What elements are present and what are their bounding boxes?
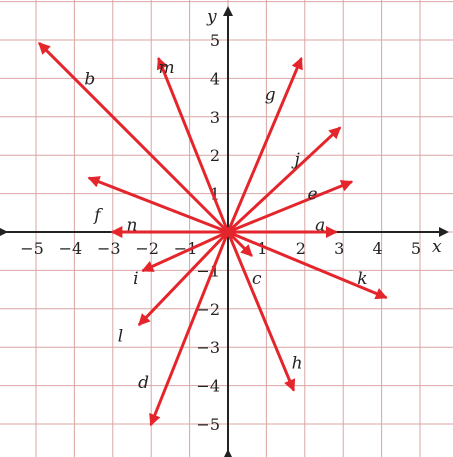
y-axis-label: y [206,7,217,27]
vector-label-b: b [84,69,95,89]
vector-label-e: e [307,185,317,205]
vector-c [226,230,253,257]
x-tick-label: 3 [334,239,344,258]
y-tick-label: 5 [210,31,220,50]
vector-k [226,230,388,300]
x-tick-label: 1 [257,239,267,258]
vector-label-m: m [158,58,174,78]
y-tick-label: 1 [210,185,220,204]
vector-label-d: d [138,373,149,393]
vector-label-j: j [290,150,300,170]
y-tick-label: −5 [196,415,220,434]
vector-label-l: l [118,327,123,347]
vector-l [138,230,230,326]
vector-label-a: a [315,215,325,235]
y-tick-label: 3 [210,108,220,127]
vector-label-f: f [92,206,103,226]
vector-h [226,230,296,392]
vector-j [226,126,342,234]
vector-i [141,230,230,272]
vector-label-h: h [292,354,303,374]
vectors [38,42,388,427]
vector-labels: a b c d e f g h i j k l m n [84,58,367,393]
vector-e [226,180,354,234]
x-tick-label: −4 [59,239,83,258]
x-tick-label: −2 [135,239,159,258]
x-axis-label: x [432,237,442,257]
vector-g [226,56,303,234]
x-tick-label: −3 [97,239,121,258]
x-tick-label: −5 [20,239,44,258]
vector-d [149,230,230,427]
vector-label-i: i [133,269,138,289]
y-tick-label: −2 [196,300,220,319]
y-tick-label: 2 [210,146,220,165]
vector-label-n: n [127,215,138,235]
vector-label-c: c [252,269,262,289]
y-tick-label: 4 [210,69,220,88]
x-tick-label: 4 [373,239,383,258]
vector-b [38,42,230,234]
vector-label-g: g [265,85,276,105]
x-tick-label: 2 [296,239,306,258]
vector-label-k: k [357,269,367,289]
x-tick-label: 5 [411,239,421,258]
vector-f [87,176,230,234]
y-tick-label: −3 [196,338,220,357]
vector-m [156,56,230,234]
y-tick-label: −4 [196,377,220,396]
